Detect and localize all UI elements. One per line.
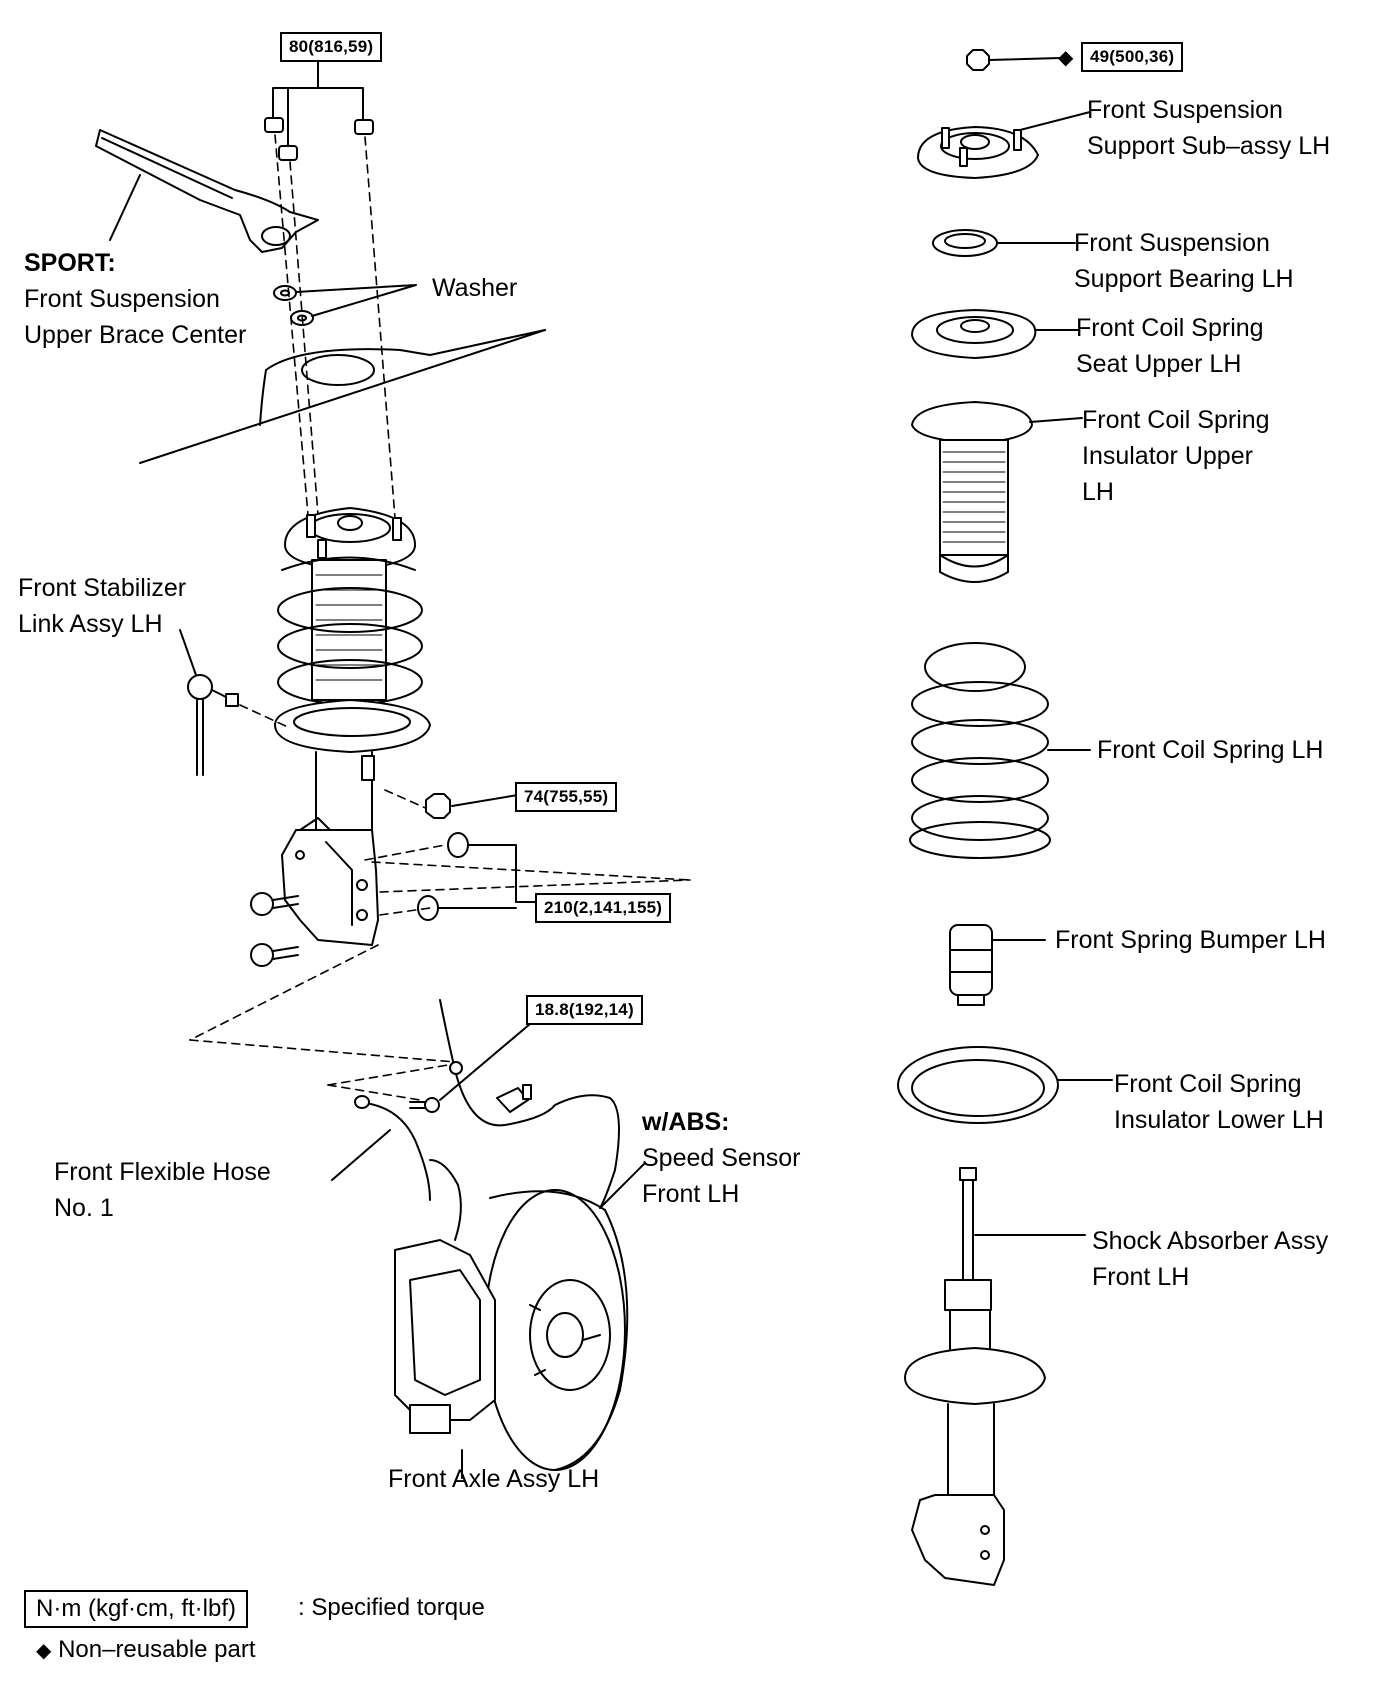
- support-subassy-label: Front Suspension Support Sub–assy LH: [1087, 92, 1330, 164]
- torque-49: 49(500,36): [1081, 42, 1184, 72]
- sport-heading: SPORT:: [24, 249, 116, 277]
- spring-bumper-part: [949, 924, 1046, 1006]
- nonreusable-marker-icon: ◆: [1058, 47, 1074, 69]
- insulator-lower-label: Front Coil Spring Insulator Lower LH: [1114, 1066, 1324, 1138]
- insulator-upper-line-2: Insulator Upper: [1082, 442, 1253, 470]
- torque-18-8: 18.8(192,14): [526, 995, 643, 1025]
- torque-unit-legend-box: N·m (kgf·cm, ft·lbf): [24, 1590, 248, 1628]
- insulator-upper-part: [911, 401, 1083, 583]
- body-panel: [139, 329, 546, 464]
- flexible-hose-label: Front Flexible Hose No. 1: [54, 1154, 271, 1226]
- speed-sensor-label: w/ABS: Speed Sensor Front LH: [642, 1104, 800, 1212]
- insulator-lower-line-2: Insulator Lower LH: [1114, 1106, 1324, 1134]
- insulator-lower-part: [897, 1046, 1113, 1124]
- speed-sensor-line-1: Speed Sensor: [642, 1144, 801, 1172]
- washer-label: Washer: [432, 274, 518, 302]
- knuckle-bolts-and-nuts: [250, 832, 536, 967]
- insulator-upper-line-3: LH: [1082, 478, 1114, 506]
- strut-body: [281, 751, 379, 946]
- knuckle-guide-lines: [189, 844, 691, 1063]
- stabilizer-link-label: Front Stabilizer Link Assy LH: [18, 570, 186, 642]
- nonreusable-legend-icon: ◆: [36, 1640, 52, 1662]
- torque-74: 74(755,55): [515, 782, 618, 812]
- stabilizer-guide: [239, 704, 431, 811]
- top-mount-nuts: [264, 59, 374, 161]
- insulator-lower-line-1: Front Coil Spring: [1114, 1070, 1302, 1098]
- upper-brace-line-1: Front Suspension: [24, 285, 220, 313]
- shock-absorber-part: [904, 1167, 1086, 1586]
- support-subassy-part: [917, 111, 1091, 179]
- speed-sensor-line-2: Front LH: [642, 1180, 740, 1208]
- nonreusable-legend-text: Non–reusable part: [58, 1636, 256, 1663]
- flexible-hose-line-1: Front Flexible Hose: [54, 1158, 271, 1186]
- front-axle-label: Front Axle Assy LH: [388, 1465, 600, 1493]
- nonreusable-legend: ◆ Non–reusable part: [36, 1636, 256, 1664]
- strut-spring: [277, 556, 423, 705]
- spring-seat-upper-line-2: Seat Upper LH: [1076, 350, 1242, 378]
- flexible-hose-line-2: No. 1: [54, 1194, 114, 1222]
- stabilizer-link-line-1: Front Stabilizer: [18, 574, 187, 602]
- spring-seat-upper-line-1: Front Coil Spring: [1076, 314, 1264, 342]
- washers: [273, 284, 417, 326]
- support-bearing-part: [932, 229, 1076, 257]
- flexible-hose-part: [331, 1095, 431, 1201]
- support-bearing-line-2: Support Bearing LH: [1074, 265, 1294, 293]
- nut-74: [425, 792, 531, 819]
- support-subassy-line-2: Support Sub–assy LH: [1087, 132, 1331, 160]
- front-axle-part: [394, 1159, 629, 1479]
- spring-bumper-label: Front Spring Bumper LH: [1055, 926, 1326, 954]
- insulator-upper-label: Front Coil Spring Insulator Upper LH: [1082, 402, 1270, 510]
- stabilizer-link-part: [179, 629, 239, 776]
- upper-brace-label: SPORT: Front Suspension Upper Brace Cent…: [24, 245, 246, 353]
- torque-80: 80(816,59): [280, 32, 383, 62]
- coil-spring-part: [909, 642, 1091, 859]
- sensor-bolt: [409, 1023, 531, 1113]
- insulator-upper-line-1: Front Coil Spring: [1082, 406, 1270, 434]
- support-bearing-label: Front Suspension Support Bearing LH: [1074, 225, 1294, 297]
- support-bearing-line-1: Front Suspension: [1074, 229, 1270, 257]
- shock-absorber-line-2: Front LH: [1092, 1263, 1190, 1291]
- speed-sensor-part: [439, 999, 646, 1209]
- shock-absorber-line-1: Shock Absorber Assy: [1092, 1227, 1329, 1255]
- upper-brace-line-2: Upper Brace Center: [24, 321, 247, 349]
- abs-heading: w/ABS:: [642, 1108, 730, 1136]
- hose-guide: [327, 1062, 461, 1101]
- spring-seat-upper-label: Front Coil Spring Seat Upper LH: [1076, 310, 1264, 382]
- nut-49: [966, 49, 1061, 71]
- upper-brace-center-part: [95, 129, 319, 253]
- spring-seat-upper-part: [911, 309, 1079, 359]
- strut-top-mount: [284, 507, 416, 571]
- torque-210: 210(2,141,155): [535, 893, 672, 923]
- coil-spring-label: Front Coil Spring LH: [1097, 736, 1324, 764]
- top-guide-lines: [274, 134, 396, 519]
- support-subassy-line-1: Front Suspension: [1087, 96, 1283, 124]
- spring-lower-seat: [274, 699, 431, 753]
- stabilizer-link-line-2: Link Assy LH: [18, 610, 163, 638]
- shock-absorber-label: Shock Absorber Assy Front LH: [1092, 1223, 1328, 1295]
- torque-unit-legend-text: : Specified torque: [298, 1594, 485, 1621]
